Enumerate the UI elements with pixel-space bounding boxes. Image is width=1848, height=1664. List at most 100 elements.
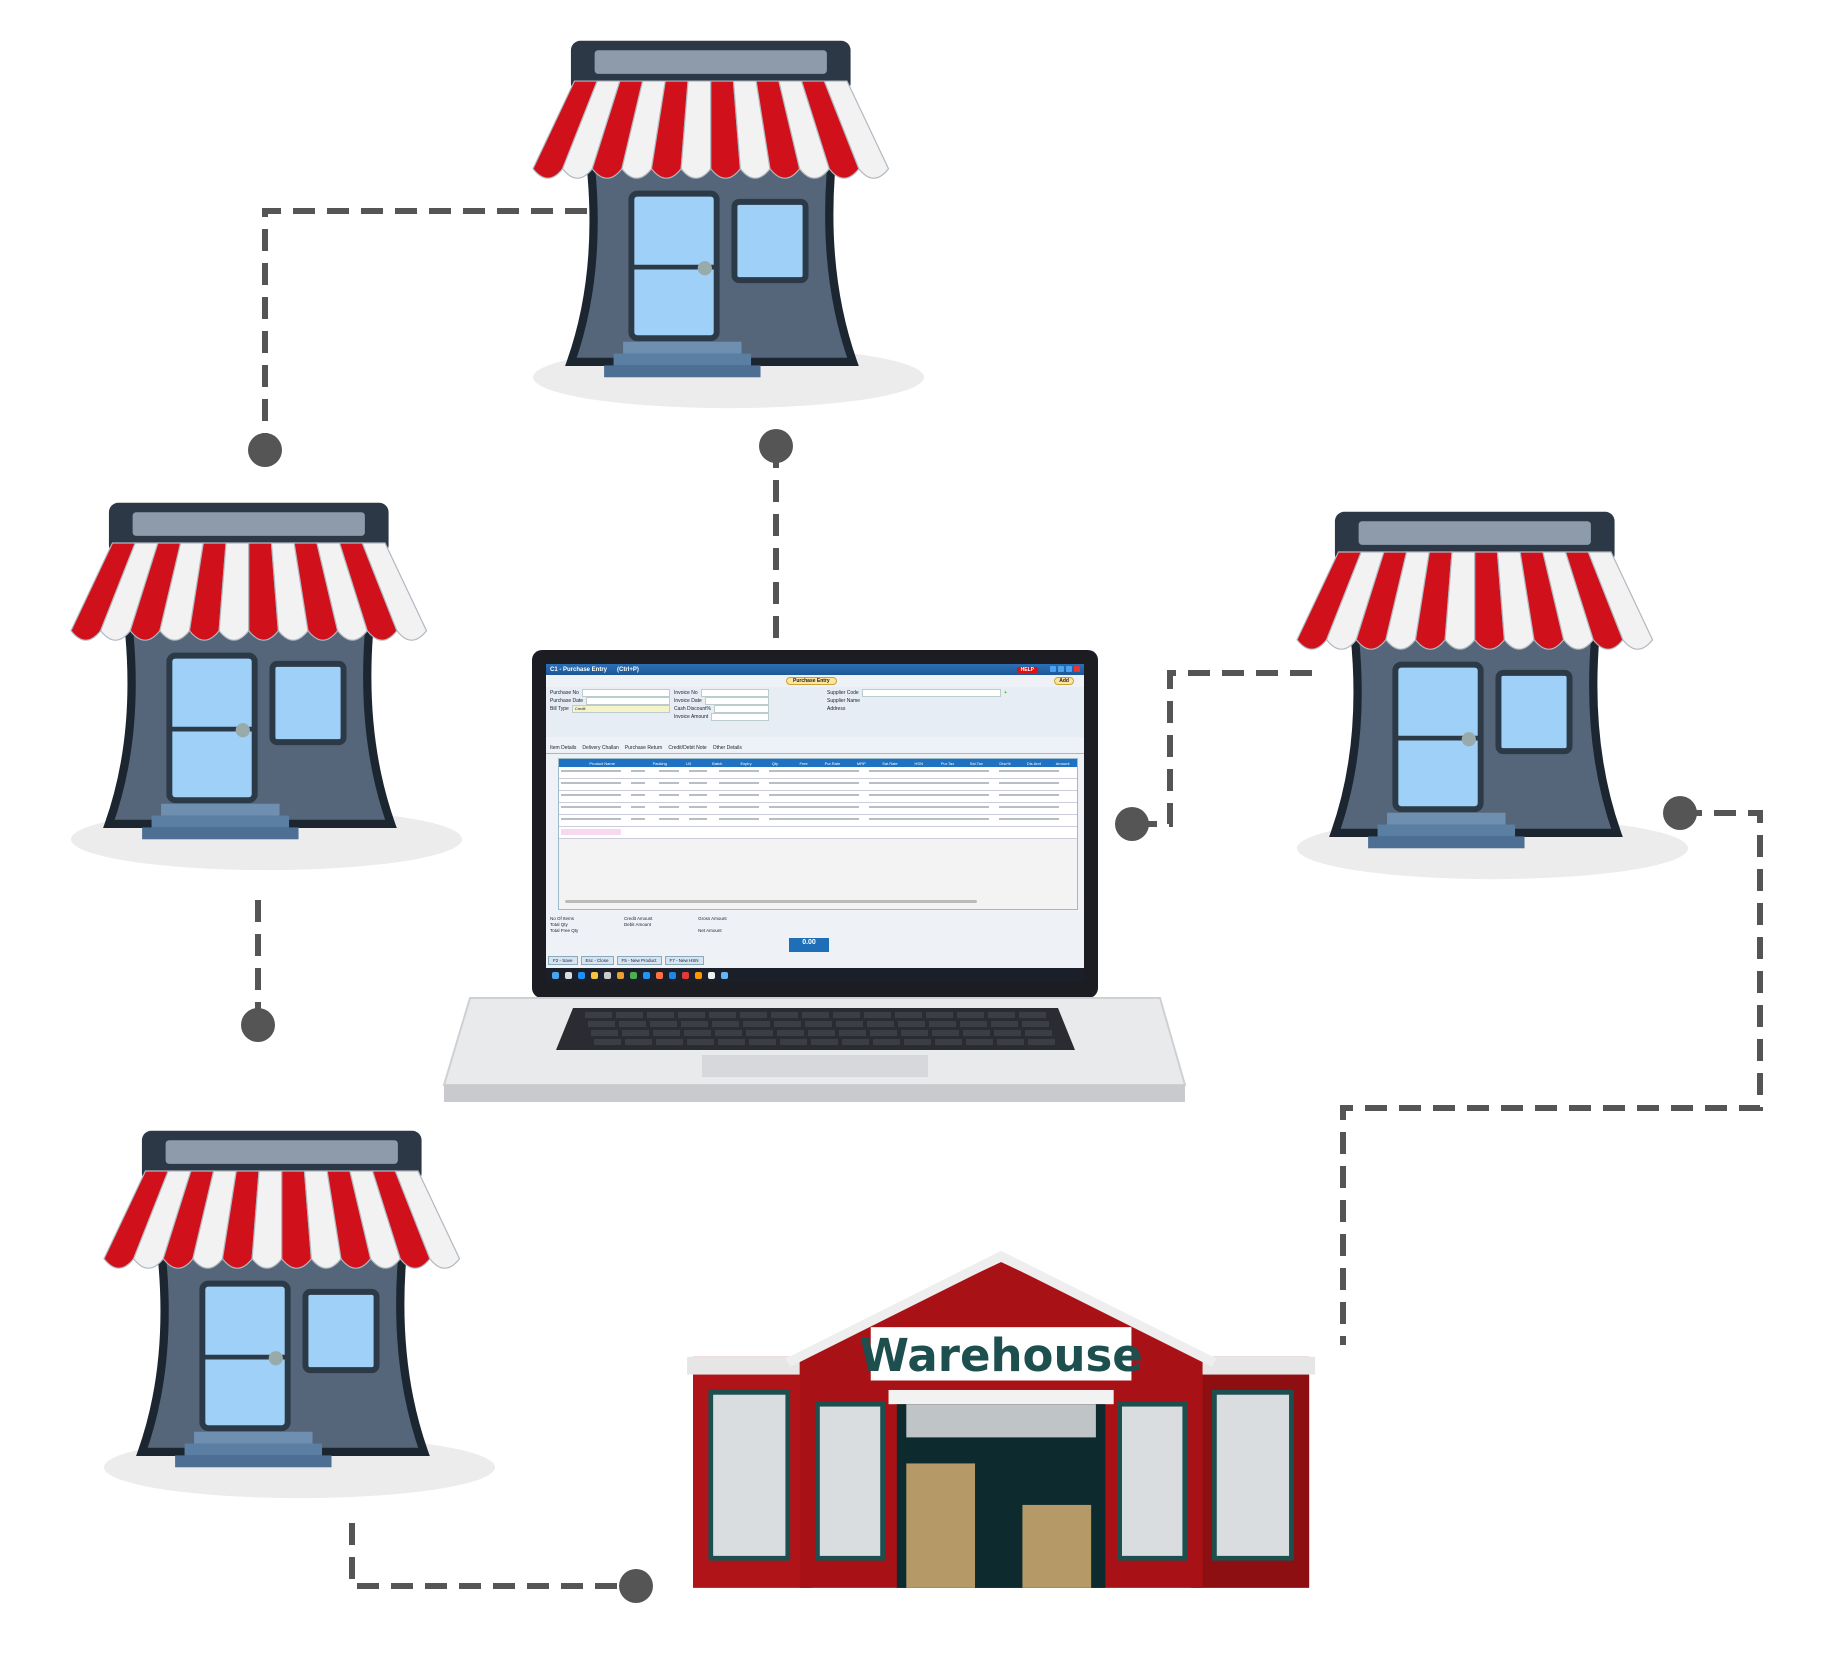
keyboard-key xyxy=(808,1030,835,1036)
taskbar-app-icon[interactable] xyxy=(591,971,598,979)
keyboard-key xyxy=(1028,1039,1055,1045)
invoice-no-field[interactable] xyxy=(700,689,769,697)
tab-item-details[interactable]: Item Details xyxy=(550,745,577,751)
keyboard-key xyxy=(687,1039,714,1045)
app-title: C1 - Purchase Entry xyxy=(550,666,608,673)
table-row[interactable] xyxy=(559,815,1077,827)
invoice-amount-label: Invoice Amount xyxy=(674,714,709,720)
tab-other-details[interactable]: Other Details xyxy=(712,745,742,751)
purchase-date-field[interactable] xyxy=(586,697,670,705)
keyboard-key xyxy=(715,1030,742,1036)
keyboard-key xyxy=(904,1039,931,1045)
cash-discount-field[interactable] xyxy=(713,705,769,713)
taskbar-app-icon[interactable] xyxy=(578,971,585,979)
column-header[interactable]: U/I xyxy=(685,760,692,766)
keyboard-key xyxy=(994,1030,1021,1036)
keyboard-key xyxy=(656,1039,683,1045)
table-row[interactable] xyxy=(559,791,1077,803)
tab-delivery-challan[interactable]: Delivery Challan xyxy=(582,745,619,751)
toolbar-icon[interactable] xyxy=(1058,665,1064,672)
taskbar-app-icon[interactable] xyxy=(643,971,650,979)
help-button[interactable]: HELP xyxy=(1016,666,1038,673)
keyboard-key xyxy=(957,1012,984,1018)
bill-type-select[interactable]: Credit xyxy=(571,705,670,713)
column-header[interactable]: Sal.Tax xyxy=(969,760,983,766)
invoice-date-label: Invoice Date xyxy=(674,698,702,704)
save-button[interactable]: F2 - Save xyxy=(548,956,578,965)
connectors xyxy=(255,208,1763,1589)
column-header[interactable]: Disc% xyxy=(999,760,1011,766)
taskbar-app-icon[interactable] xyxy=(695,971,702,979)
supplier-code-field[interactable] xyxy=(861,689,1002,697)
keyboard-key xyxy=(647,1012,674,1018)
keyboard-key xyxy=(991,1021,1018,1027)
column-header[interactable]: Packing xyxy=(652,760,667,766)
taskbar-app-icon[interactable] xyxy=(630,971,637,979)
column-header[interactable]: Pur.Rate xyxy=(824,760,841,766)
store-icon-right xyxy=(1297,512,1688,879)
net-amount-value: 0.00 xyxy=(789,938,829,952)
keyboard-key xyxy=(963,1030,990,1036)
column-header[interactable]: Qty xyxy=(771,760,778,766)
column-header[interactable]: Amount xyxy=(1055,760,1070,766)
add-supplier-icon[interactable]: + xyxy=(1004,690,1007,696)
keyboard-key xyxy=(842,1039,869,1045)
keyboard-key xyxy=(1025,1030,1052,1036)
new-hsn-button[interactable]: F7 - New HSN xyxy=(664,956,704,965)
taskbar-app-icon[interactable] xyxy=(656,971,663,979)
column-header[interactable]: MRP xyxy=(856,760,866,766)
keyboard-key xyxy=(898,1021,925,1027)
horizontal-scrollbar[interactable] xyxy=(565,900,977,903)
column-header[interactable]: Expiry xyxy=(740,760,752,766)
keyboard-key xyxy=(743,1021,770,1027)
connector-top-store xyxy=(262,208,587,450)
keyboard-key xyxy=(839,1030,866,1036)
keyboard-key xyxy=(811,1039,838,1045)
column-header[interactable]: HSN xyxy=(914,760,923,766)
invoice-amount-field[interactable] xyxy=(711,713,769,721)
table-row[interactable] xyxy=(559,827,1077,839)
add-button[interactable]: Add xyxy=(1054,677,1074,685)
keyboard-key xyxy=(935,1039,962,1045)
table-row[interactable] xyxy=(559,767,1077,779)
taskbar-app-icon[interactable] xyxy=(565,971,572,979)
toolbar-icon[interactable] xyxy=(1066,665,1072,672)
column-header[interactable]: Product Name xyxy=(589,760,615,766)
taskbar-app-icon[interactable] xyxy=(552,971,559,979)
table-row[interactable] xyxy=(559,803,1077,815)
keyboard-key xyxy=(836,1021,863,1027)
bill-type-label: Bill Type xyxy=(550,706,569,712)
keyboard-key xyxy=(746,1030,773,1036)
purchase-no-field[interactable] xyxy=(581,689,670,697)
warehouse-label: Warehouse xyxy=(859,1329,1143,1382)
purchase-entry-screen: C1 - Purchase Entry (Ctrl+P) HELP Purcha… xyxy=(546,664,1084,982)
close-button[interactable]: Esc - Close xyxy=(580,956,614,965)
column-header[interactable]: Pur.Tax xyxy=(940,760,955,766)
connector-dot xyxy=(1663,796,1697,830)
cash-discount-label: Cash Discount% xyxy=(674,706,711,712)
tab-credit-debit-note[interactable]: Credit/Debit Note xyxy=(668,745,707,751)
close-icon[interactable] xyxy=(1074,665,1080,672)
keyboard-key xyxy=(749,1039,776,1045)
keyboard-key xyxy=(870,1030,897,1036)
keyboard-key xyxy=(802,1012,829,1018)
column-header[interactable]: Batch xyxy=(712,760,723,766)
column-header[interactable]: Free xyxy=(799,760,808,766)
invoice-date-field[interactable] xyxy=(704,697,769,705)
taskbar-app-icon[interactable] xyxy=(669,971,676,979)
toolbar-icon[interactable] xyxy=(1050,665,1056,672)
column-header[interactable]: Dis.Amt xyxy=(1026,760,1041,766)
keyboard-key xyxy=(997,1039,1024,1045)
table-row[interactable] xyxy=(559,779,1077,791)
items-table: Product Name Packing U/I Batch Expiry Qty Free… xyxy=(558,758,1078,910)
keyboard-key xyxy=(774,1021,801,1027)
column-header[interactable]: Sal.Rate xyxy=(882,760,898,766)
taskbar-app-icon[interactable] xyxy=(604,971,611,979)
tab-purchase-return[interactable]: Purchase Return xyxy=(624,745,663,751)
taskbar-app-icon[interactable] xyxy=(708,971,715,979)
taskbar-app-icon[interactable] xyxy=(617,971,624,979)
taskbar-app-icon[interactable] xyxy=(682,971,689,979)
taskbar-app-icon[interactable] xyxy=(721,971,728,979)
new-product-button[interactable]: F5 - New Product xyxy=(616,956,662,965)
keyboard-key xyxy=(678,1012,705,1018)
